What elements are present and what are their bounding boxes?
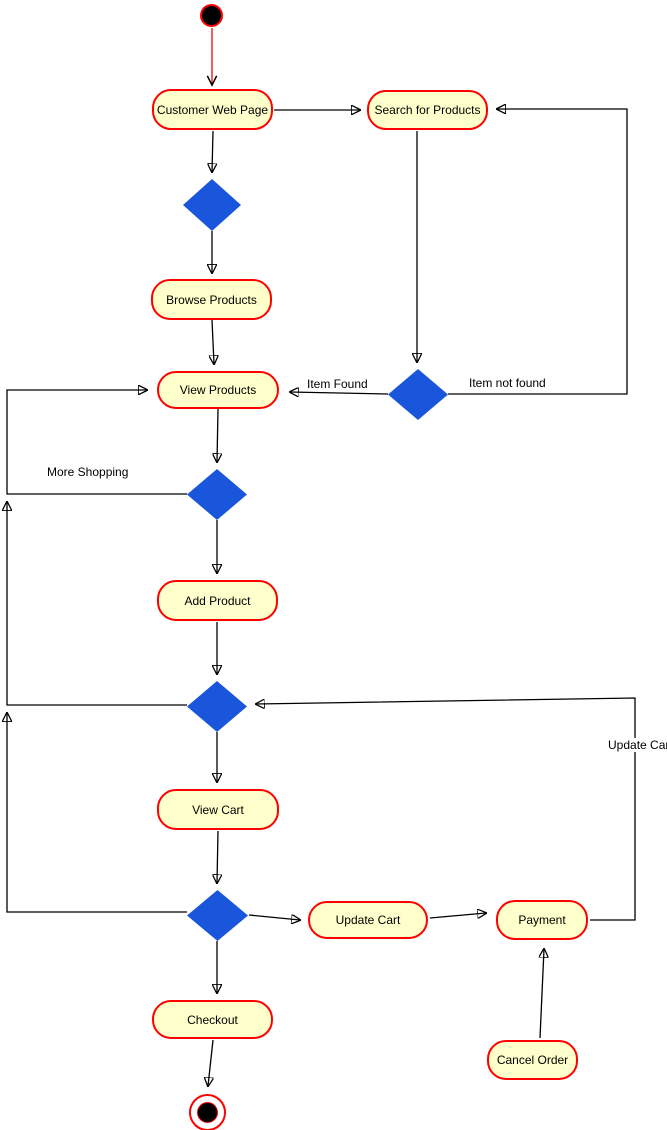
activity-view-cart: View Cart [157,789,279,830]
edge-cwp-to-decision1 [212,130,213,172]
edge-checkout-to-final [208,1039,213,1086]
edge-label-item-not-found: Item not found [468,376,547,390]
activity-label: Update Cart [335,913,401,927]
edge-more-shopping [6,390,187,495]
activity-cancel-order: Cancel Order [487,1040,578,1080]
activity-label: Browse Products [166,292,257,307]
activity-label: Search for Products [374,103,481,117]
edge-update-cart-to-payment [429,913,486,919]
edge-payment-loop-to-decision4 [256,697,636,921]
activity-label: Checkout [187,1012,238,1027]
activity-search-for-products: Search for Products [367,90,488,130]
edge-item-found [290,392,389,394]
edge-view-cart-to-decision5 [217,830,218,883]
activity-add-product: Add Product [157,580,278,621]
initial-node [200,4,223,27]
activity-browse-products: Browse Products [151,279,272,320]
edge-view-products-to-decision3 [217,408,218,462]
edge-decision4-left-loop [7,502,187,706]
edge-label-update-cart: Update Cart [607,738,667,752]
final-node-inner-dot [197,1102,218,1123]
edge-label-item-found: Item Found [306,377,369,391]
activity-customer-web-page: Customer Web Page [152,89,273,130]
final-node [189,1094,226,1130]
edge-item-not-found [448,109,628,395]
activity-checkout: Checkout [152,1000,273,1039]
activity-update-cart: Update Cart [308,901,428,939]
edge-decision5-to-update-cart [248,915,300,920]
edge-browse-to-view-products [212,319,214,364]
activity-label: Add Product [184,593,251,608]
edge-label-more-shopping: More Shopping [46,465,130,479]
activity-payment: Payment [496,900,588,940]
activity-label: View Products [179,383,257,397]
activity-label: Payment [518,913,566,927]
activity-view-products: View Products [157,371,279,409]
edge-cancel-order-to-payment [540,949,544,1039]
activity-label: Customer Web Page [156,102,269,117]
activity-label: View Cart [192,802,244,817]
edge-decision5-left-loop [7,713,187,913]
activity-label: Cancel Order [496,1053,569,1067]
